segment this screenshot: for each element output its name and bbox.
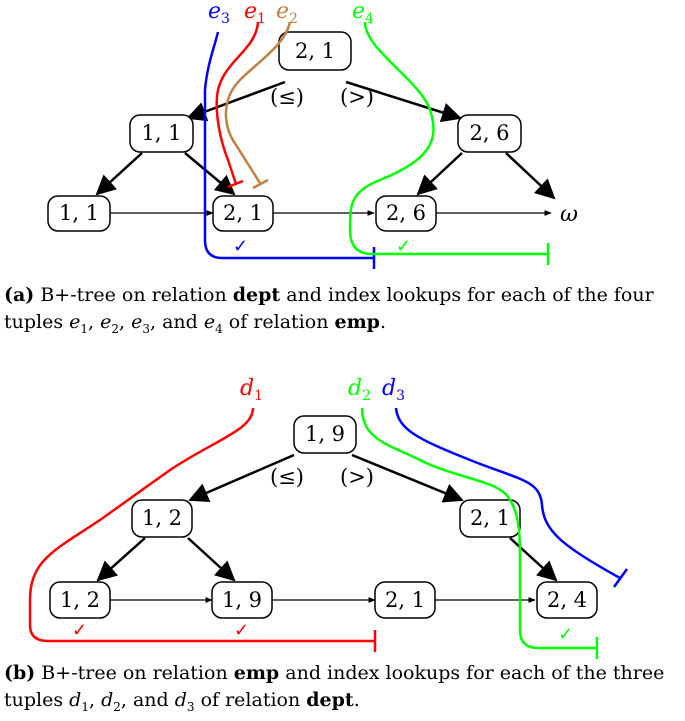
svg-text:1, 1: 1, 1 <box>141 121 181 145</box>
tree-node-inner-right-a: 2, 6 <box>457 114 522 153</box>
lookup-path-d2 <box>360 407 597 650</box>
svg-text:2, 1: 2, 1 <box>223 201 263 225</box>
svg-text:2, 6: 2, 6 <box>386 201 426 225</box>
leaf-node-2-b: 1, 9 <box>211 581 273 619</box>
leq-label-b: (≤) <box>270 465 304 489</box>
edge-root-right-a <box>345 80 462 123</box>
check-mark-d1-leaf2: ✓ <box>234 620 249 641</box>
leaf-node-1-b: 1, 2 <box>49 581 111 619</box>
lookup-label-e2: e2 <box>276 0 298 27</box>
tree-node-inner-left-a: 1, 1 <box>129 114 194 153</box>
svg-text:1, 1: 1, 1 <box>59 201 99 225</box>
svg-text:2, 6: 2, 6 <box>469 121 509 145</box>
check-mark-e4: ✓ <box>396 236 411 257</box>
lookup-path-e2 <box>224 21 292 184</box>
leaf-node-3-b: 2, 1 <box>374 581 436 619</box>
lookup-end-e2 <box>252 178 269 190</box>
lookup-label-d1: d1 <box>240 376 263 404</box>
svg-text:1, 2: 1, 2 <box>60 588 100 612</box>
svg-text:2, 1: 2, 1 <box>385 588 425 612</box>
lookup-label-e3: e3 <box>208 0 230 27</box>
tree-node-inner-left-b: 1, 2 <box>131 499 193 538</box>
caption-a: (a) B+-tree on relation dept and index l… <box>4 284 654 336</box>
caption-b: (b) B+-tree on relation emp and index lo… <box>4 662 665 714</box>
tree-node-root-b: 1, 9 <box>293 415 357 454</box>
panel-b-lookups: d1 d2 d3 ✓ ✓ ✓ <box>28 376 629 659</box>
edge-root-left-b <box>188 453 295 503</box>
lookup-label-d3: d3 <box>382 376 405 404</box>
panel-a-tree: (≤) (>) ω 2, 1 1, 1 2, 6 1, 1 2, 1 2, 6 <box>47 31 578 232</box>
svg-text:2, 1: 2, 1 <box>470 506 510 530</box>
svg-text:1, 9: 1, 9 <box>305 422 345 446</box>
lookup-label-e1: e1 <box>244 0 266 27</box>
gt-label-b: (>) <box>340 465 374 489</box>
leaf-node-2-a: 2, 1 <box>212 195 274 232</box>
edge-left-leaf2-a <box>184 152 236 196</box>
gt-label-a: (>) <box>340 85 374 109</box>
svg-text:1, 9: 1, 9 <box>222 588 262 612</box>
lookup-path-e1 <box>215 21 260 185</box>
check-mark-d1-leaf1: ✓ <box>72 620 87 641</box>
leaf-node-1-a: 1, 1 <box>47 195 111 232</box>
edge-right-leaf4-b <box>509 537 558 582</box>
check-mark-d2: ✓ <box>558 624 573 645</box>
check-mark-e3: ✓ <box>233 236 248 257</box>
edge-left-leaf1-a <box>95 152 143 196</box>
edge-left-leaf2-b <box>187 537 236 582</box>
edge-root-right-b <box>351 453 464 503</box>
leq-label-a: (≤) <box>270 85 304 109</box>
panel-b-tree: (≤) (>) 1, 9 1, 2 2, 1 1, 2 1, 9 2, 1 2 <box>49 415 598 619</box>
tree-node-root-a: 2, 1 <box>278 31 352 71</box>
tree-node-inner-right-b: 2, 1 <box>459 499 521 538</box>
edge-right-omega-a <box>505 152 556 200</box>
lookup-path-e3 <box>203 31 374 260</box>
lookup-end-e1 <box>227 179 244 189</box>
lookup-end-d3 <box>612 568 629 588</box>
leaf-node-4-b: 2, 4 <box>536 581 598 619</box>
edge-left-leaf1-b <box>96 537 146 582</box>
lookup-path-d3 <box>394 407 621 580</box>
edge-right-leaf3-a <box>416 152 463 196</box>
lookup-path-d1 <box>28 407 375 643</box>
omega-label: ω <box>560 202 578 227</box>
svg-text:2, 4: 2, 4 <box>547 588 587 612</box>
lookup-label-d2: d2 <box>348 376 371 404</box>
leaf-node-3-a: 2, 6 <box>375 195 437 232</box>
lookup-label-e4: e4 <box>352 0 374 27</box>
svg-text:1, 2: 1, 2 <box>142 506 182 530</box>
lookup-path-e4 <box>348 21 548 256</box>
svg-text:2, 1: 2, 1 <box>295 39 335 63</box>
panel-a-lookups: e3 e1 e2 e4 ✓ ✓ <box>203 0 550 269</box>
